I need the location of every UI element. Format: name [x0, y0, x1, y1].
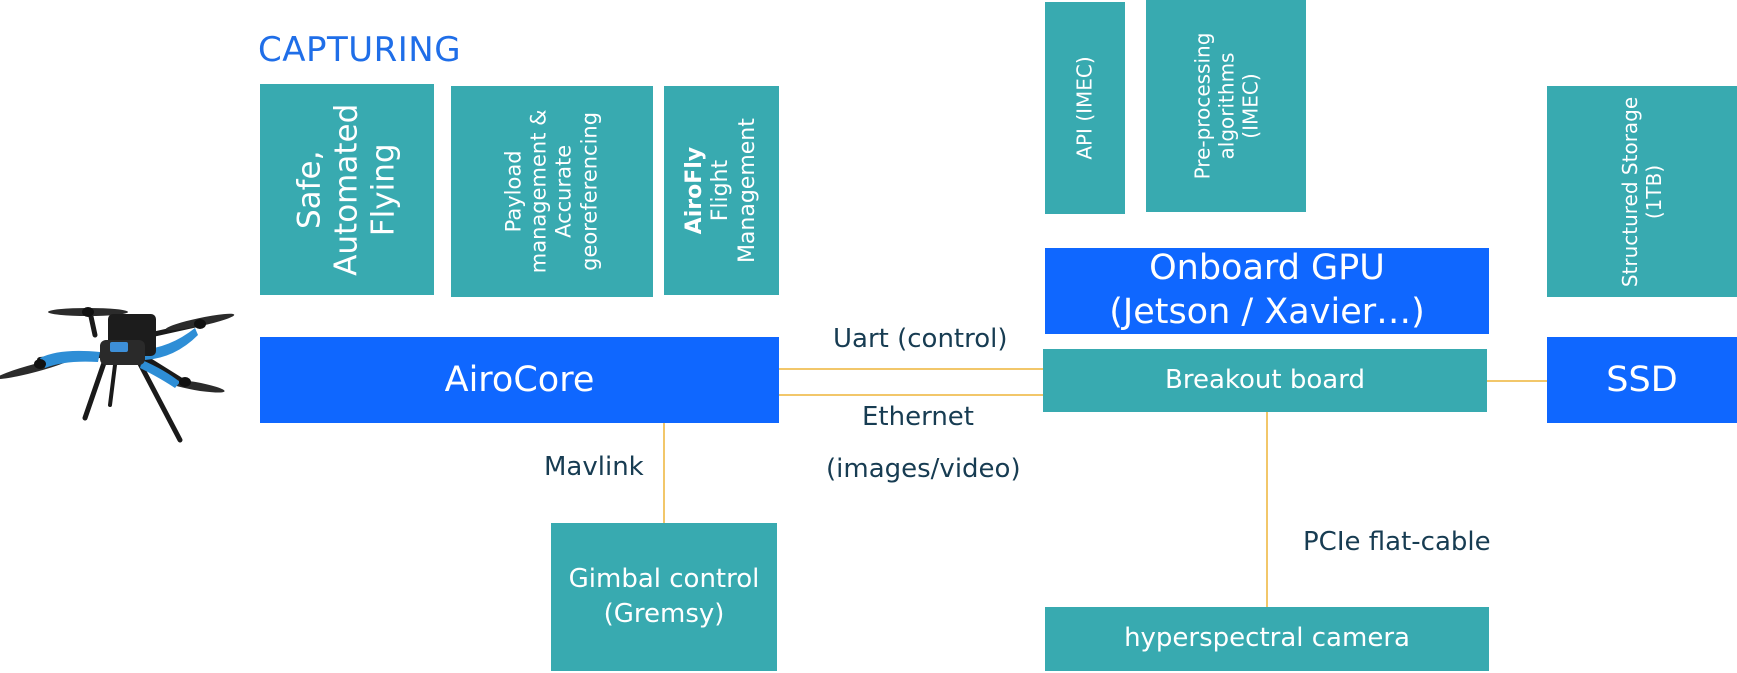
airofly-line-1: Flight	[708, 159, 734, 222]
payload-line-3: Accurate	[551, 144, 576, 239]
mavlink-label: Mavlink	[544, 452, 644, 482]
preprocessing-box: Pre-processing algorithms (IMEC)	[1146, 0, 1306, 212]
safe-flying-line-3: Flying	[365, 143, 402, 236]
preprocessing-line-3: (IMEC)	[1237, 73, 1262, 139]
breakout-board-box: Breakout board	[1043, 349, 1487, 412]
ethernet-sub-label: (images/video)	[826, 454, 1021, 484]
api-label: API (IMEC)	[1073, 56, 1098, 160]
payload-line-2: management &	[526, 109, 551, 274]
airofly-label: AiroFly	[681, 146, 707, 235]
preprocessing-line-1: Pre-processing	[1189, 32, 1214, 180]
pcie-line	[1266, 412, 1268, 607]
structured-storage-box: Structured Storage (1TB)	[1547, 86, 1737, 297]
payload-line-4: georeferencing	[577, 112, 602, 271]
gpu-line-1: Onboard GPU	[1149, 248, 1385, 289]
airocore-box: AiroCore	[260, 337, 779, 423]
gimbal-line-2: (Gremsy)	[603, 599, 725, 629]
mavlink-line	[663, 423, 665, 523]
ethernet-line	[779, 394, 1043, 396]
ssd-box: SSD	[1547, 337, 1737, 423]
onboard-gpu-box: Onboard GPU (Jetson / Xavier…)	[1045, 248, 1489, 334]
ethernet-label: Ethernet	[862, 402, 974, 432]
gpu-line-2: (Jetson / Xavier…)	[1109, 292, 1425, 332]
preprocessing-line-2: algorithms	[1213, 52, 1238, 160]
hyperspectral-camera-box: hyperspectral camera	[1045, 607, 1489, 671]
uart-line	[779, 368, 1043, 370]
gimbal-control-box: Gimbal control (Gremsy)	[551, 523, 777, 671]
diagram-title: CAPTURING	[258, 30, 462, 70]
uart-label: Uart (control)	[833, 324, 1008, 354]
storage-line-2: (1TB)	[1642, 164, 1666, 219]
api-imec-box: API (IMEC)	[1045, 2, 1125, 214]
airofly-line-2: Management	[734, 118, 760, 263]
payload-management-box: Payload management & Accurate georeferen…	[451, 86, 653, 297]
payload-line-1: Payload	[501, 150, 526, 233]
drone-image	[0, 307, 235, 443]
airofly-flight-management-box: AiroFly Flight Management	[664, 86, 779, 295]
safe-flying-line-1: Safe,	[291, 150, 328, 229]
safe-flying-line-2: Automated	[328, 103, 365, 276]
safe-automated-flying-box: Safe, Automated Flying	[260, 84, 434, 295]
storage-line-1: Structured Storage	[1618, 96, 1642, 287]
gimbal-line-1: Gimbal control	[568, 563, 760, 594]
pcie-label: PCIe flat-cable	[1303, 527, 1491, 557]
ssd-line	[1487, 380, 1547, 382]
